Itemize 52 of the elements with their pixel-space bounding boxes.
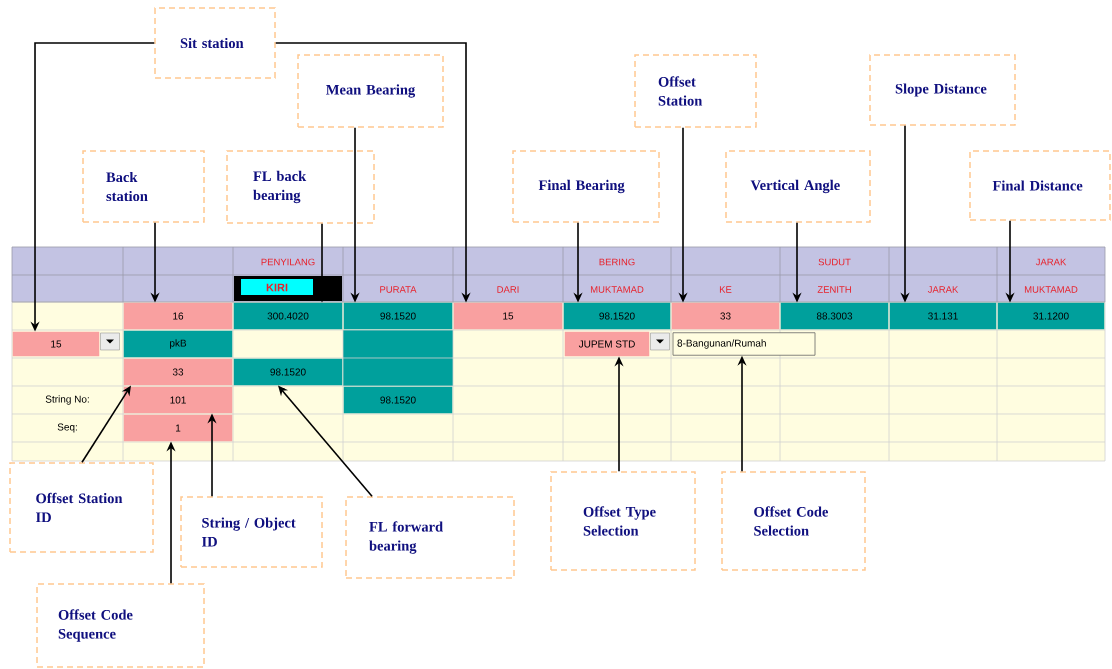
node-label: 98.1520 [270,368,306,376]
table-cell: 33 [671,302,780,330]
column-header: PENYILANG [261,258,315,266]
callout-box: Offset Station [634,54,757,128]
table-cell: 88.3003 [780,302,889,330]
node-label: 300.4020 [267,312,309,320]
table-cell: 16 [123,302,233,330]
node-label: 33 [172,368,184,376]
callout-box: Slope Distance [869,54,1016,126]
callout-box: FL forward bearing [345,496,515,579]
column-header: SUDUT [818,258,851,266]
callout-box: String / Object ID [180,496,323,568]
column-header: JARAK [1035,258,1067,266]
input-field: 8-Bangunan/Rumah [672,332,816,356]
callout-box: Offset Code Sequence [36,583,205,668]
row-label: String No: [45,395,89,405]
table-cell: 31.1200 [997,302,1105,330]
callout-box: Vertical Angle [725,150,871,223]
node-label: 1 [176,424,181,432]
callout-box: Sit station [154,7,276,79]
table-cell: 98.1520 [343,302,453,330]
row-label: Seq: [57,423,77,433]
callout-box: Final Distance [969,150,1111,221]
table-cell: pkB [123,330,233,358]
node-label: 88.3003 [816,312,853,320]
table-cell: 33 [123,358,233,386]
callout-box: Offset Type Selection [550,471,696,571]
table-cell: 300.4020 [233,302,343,330]
callout-box: Offset Station ID [9,462,154,553]
column-header: MUKTAMAD [590,286,644,293]
callout-box: Mean Bearing [297,54,444,128]
table-cell: 31.131 [889,302,997,330]
node-label: 98.1520 [380,312,416,320]
column-header: JARAK [927,286,959,293]
column-header: DARI [497,286,519,293]
table-cell: 98.1520 [563,302,671,330]
callout-box: FL back bearing [226,150,375,224]
column-header: BERING [599,258,635,266]
callout-box: Back station [82,150,205,223]
column-header: ZENITH [817,286,851,293]
table-cell: 98.1520 [343,386,453,414]
column-header: PURATA [380,286,417,293]
callout-box: Final Bearing [512,150,660,223]
column-header: MUKTAMAD [1024,286,1078,293]
table-cell: 98.1520 [233,358,343,386]
table-cell: 15 [453,302,563,330]
node-label: 101 [170,396,186,404]
callout-box: Offset Code Selection [721,471,866,571]
node-label: 31.131 [928,312,958,320]
toggle-header: KIRI [234,276,342,301]
node-label: 31.1200 [1033,312,1069,320]
column-header: KE [719,286,732,293]
